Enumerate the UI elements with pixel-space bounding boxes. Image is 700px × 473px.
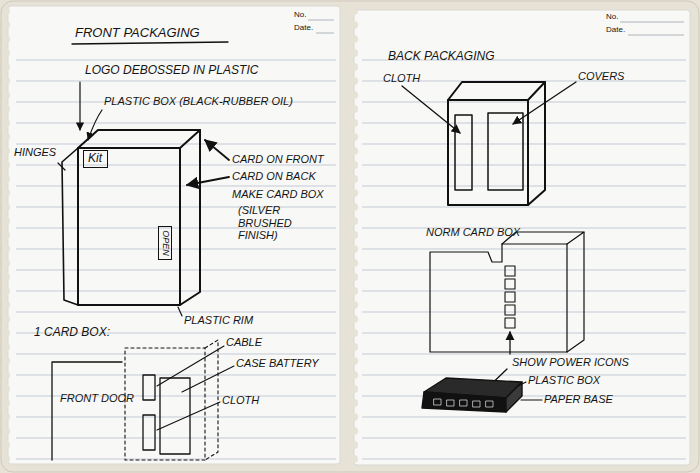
sketch-note: CASE BATTERY — [236, 357, 319, 370]
power-icon — [505, 266, 515, 276]
page-heading: FRONT PACKAGING — [75, 26, 200, 41]
sketch-note: NORM CARD BOX — [426, 226, 520, 239]
sketch-note: PLASTIC BOX — [528, 374, 600, 387]
sketch-note: Date. — [606, 25, 625, 34]
leader-line — [521, 399, 542, 400]
sketch-note: PAPER BASE — [544, 393, 613, 406]
header-lines — [308, 20, 684, 35]
leader-arrow — [509, 332, 510, 354]
torn-edge — [4, 6, 12, 464]
power-icon — [505, 279, 515, 289]
sketch-note: CLOTH — [383, 72, 420, 85]
box-front — [78, 148, 180, 305]
sketch-note: FRONT DOOR — [60, 392, 134, 405]
sketch-note: BACK PACKAGING — [388, 50, 494, 64]
sketch-note: CABLE — [226, 336, 262, 349]
flat-box-side — [506, 382, 522, 412]
leader-line — [516, 382, 526, 387]
sketch-note: PLASTIC RIM — [184, 314, 253, 327]
cover-panel — [488, 113, 523, 190]
leader-line — [58, 163, 65, 170]
ruled-lines — [362, 40, 686, 460]
norm-box-side — [567, 232, 584, 352]
back-box-front — [448, 100, 528, 205]
flat-box-front — [422, 392, 506, 412]
torn-edge — [350, 10, 358, 465]
leader-arrow — [513, 82, 576, 124]
box-top — [78, 130, 200, 148]
leader-arrow — [205, 140, 229, 160]
sketch-note: CARD ON BACK — [232, 170, 316, 183]
sketch-note: HINGES — [14, 146, 56, 159]
hinge-door — [62, 148, 78, 305]
leader-arrow — [187, 177, 229, 185]
box-side — [180, 130, 200, 305]
leader-line — [182, 366, 234, 392]
power-icon — [505, 292, 515, 302]
ruled-lines — [16, 40, 336, 460]
cloth-panel — [455, 115, 472, 190]
sketch-note: PLASTIC BOX (BLACK-RUBBER OIL) — [104, 95, 293, 108]
leader-line — [178, 307, 182, 316]
back-box-top — [448, 82, 545, 100]
sketch-note: Date. — [294, 23, 313, 32]
open-tab: OPEN — [158, 226, 172, 260]
left-page — [8, 6, 340, 464]
sketch-note: LOGO DEBOSSED IN PLASTIC — [85, 64, 258, 78]
sketch-note: (SILVER BRUSHED FINISH) — [238, 204, 334, 242]
leader-line — [157, 402, 220, 430]
cable-slot — [143, 375, 155, 400]
back-box-side — [528, 82, 545, 205]
ink-drawing — [52, 42, 584, 460]
logo-tab: Kit — [83, 150, 108, 168]
power-icon — [505, 305, 515, 315]
sketch-note: CARD ON FRONT — [232, 153, 324, 166]
sketch-note: No. — [294, 10, 306, 19]
battery-slot — [160, 378, 190, 454]
right-page — [354, 10, 690, 465]
tab-text: Kit — [88, 152, 102, 165]
cloth-slot — [143, 415, 155, 450]
norm-box-front — [430, 244, 567, 352]
power-icon — [505, 318, 515, 328]
tab-text: OPEN — [160, 230, 170, 256]
leader-line — [88, 110, 102, 140]
leader-arrow — [402, 86, 460, 133]
sketch-note: SHOW POWER ICONS — [512, 356, 629, 369]
flat-box-icons — [434, 399, 493, 407]
leader-line — [157, 346, 224, 386]
card-box-outline — [52, 362, 122, 460]
sketch-note: CLOTH — [222, 394, 259, 407]
sketch-note: MAKE CARD BOX — [232, 188, 324, 201]
sketch-note: 1 CARD BOX: — [34, 326, 110, 340]
leader-line — [79, 82, 80, 130]
sketch-note: COVERS — [578, 70, 624, 83]
title-underline — [72, 42, 228, 44]
sketch-note: No. — [606, 12, 618, 21]
card-box-dashed — [205, 340, 218, 460]
